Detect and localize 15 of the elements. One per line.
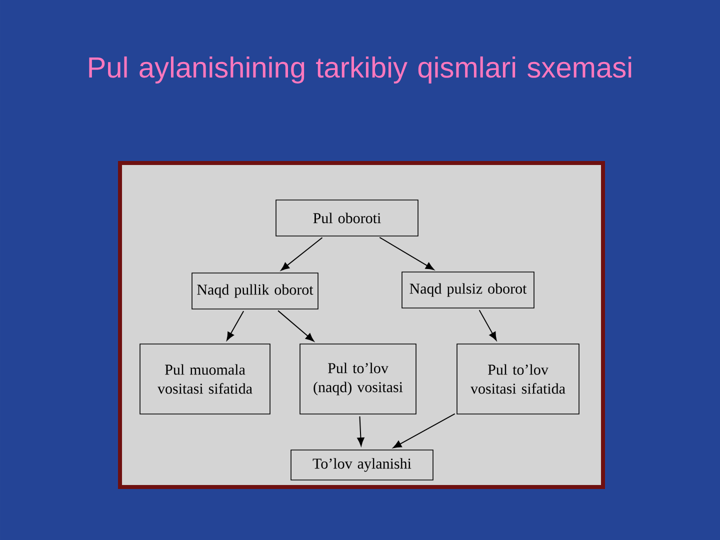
- arrow: [226, 310, 244, 341]
- arrow: [392, 413, 456, 448]
- process-box: Pul oboroti: [276, 200, 418, 236]
- process-box: Pul muomala vositasi sifatida: [140, 344, 270, 414]
- arrow: [280, 237, 323, 271]
- process-box: Naqd pullik oborot: [192, 272, 318, 310]
- slide-title: Pul aylanishining tarkibiy qismlari sxemasi: [89, 56, 632, 84]
- arrow: [379, 236, 434, 270]
- arrow: [278, 310, 314, 342]
- arrow: [478, 310, 497, 341]
- process-box: Pul to’lov vositasi sifatida: [456, 344, 580, 414]
- arrow: [357, 416, 364, 446]
- process-box: Naqd pulsiz oborot: [402, 272, 534, 308]
- process-box: To’lov aylanishi: [290, 450, 434, 480]
- process-box: Pul to’lov (naqd) vositasi: [300, 344, 416, 414]
